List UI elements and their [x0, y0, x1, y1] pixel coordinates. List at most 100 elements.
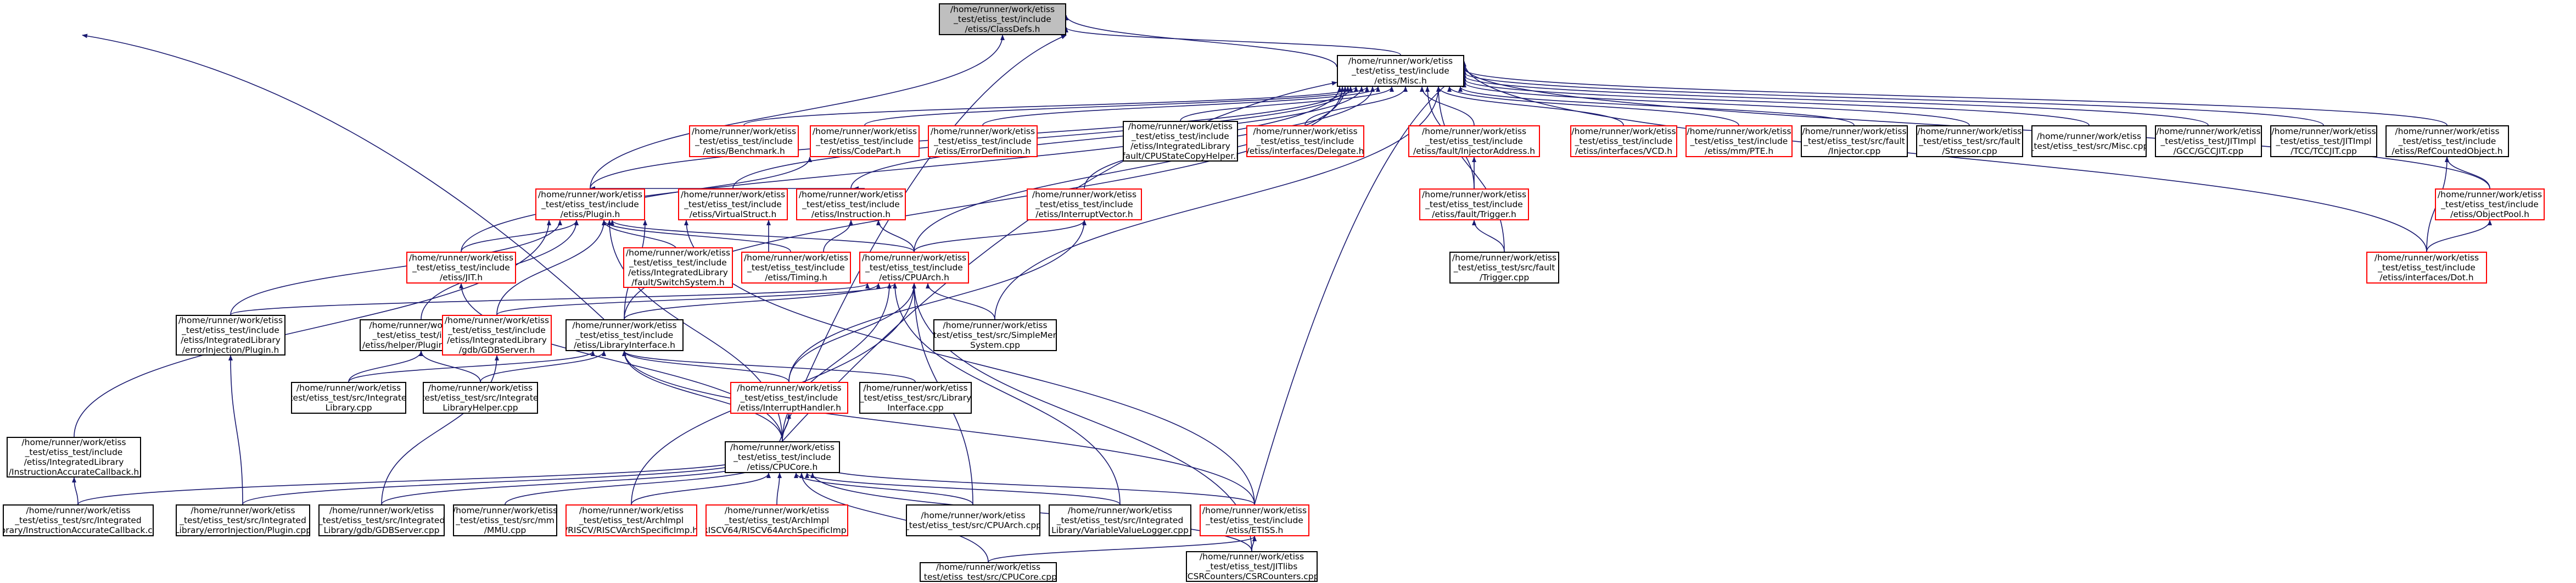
node-src-simplememsystem-cpp[interactable]: /home/runner/work/etiss _test/etiss_test…	[933, 319, 1057, 351]
node-interfaces-vcd-h[interactable]: /home/runner/work/etiss _test/etiss_test…	[1570, 125, 1677, 157]
node-interfaces-dot-h[interactable]: /home/runner/work/etiss _test/etiss_test…	[2366, 252, 2487, 284]
dependency-edge	[1462, 72, 2324, 126]
node-objectpool-h[interactable]: /home/runner/work/etiss _test/etiss_test…	[2435, 188, 2545, 220]
node-src-gdbserver-cpp[interactable]: /home/runner/work/etiss _test/etiss_test…	[318, 504, 445, 536]
dependency-edge	[622, 351, 783, 442]
node-label: /home/runner/work/etiss _test/etiss_test…	[1571, 126, 1676, 156]
node-label: /home/runner/work/etiss _test/etiss_test…	[444, 315, 550, 355]
node-riscv-archspecificimp-h[interactable]: /home/runner/work/etiss _test/etiss_test…	[565, 504, 697, 536]
node-label: /home/runner/work/etiss _test/etiss_test…	[691, 126, 797, 156]
node-benchmark-h[interactable]: /home/runner/work/etiss _test/etiss_test…	[689, 125, 799, 157]
node-plugin-h[interactable]: /home/runner/work/etiss _test/etiss_test…	[535, 188, 645, 220]
dependency-edge	[602, 220, 791, 252]
node-cpuarch-h[interactable]: /home/runner/work/etiss _test/etiss_test…	[859, 252, 969, 284]
node-label: /home/runner/work/etiss _test/etiss_test…	[318, 506, 445, 535]
dependency-edge	[461, 220, 579, 252]
node-errorinjection-plugin-h[interactable]: /home/runner/work/etiss _test/etiss_test…	[176, 315, 285, 356]
dependency-edge	[1447, 86, 1739, 126]
dependency-edge	[743, 86, 1358, 126]
node-cpustatecopyhelper-h[interactable]: /home/runner/work/etiss _test/etiss_test…	[1123, 121, 1238, 162]
dependency-edge	[1462, 82, 1970, 126]
dependency-edge	[230, 283, 870, 315]
node-src-misc-cpp[interactable]: /home/runner/work/etiss _test/etiss_test…	[2031, 125, 2147, 157]
node-interrupthandler-h[interactable]: /home/runner/work/etiss _test/etiss_test…	[730, 382, 848, 414]
node-libraryinterface-h[interactable]: /home/runner/work/etiss _test/etiss_test…	[565, 319, 684, 351]
node-etiss-h[interactable]: /home/runner/work/etiss _test/etiss_test…	[1200, 504, 1309, 536]
node-label: /home/runner/work/etiss _test/etiss_test…	[906, 510, 1040, 530]
dependency-edge	[914, 220, 1087, 252]
node-label: /home/runner/work/etiss _test/etiss_test…	[8, 437, 139, 477]
dependency-edge	[1254, 71, 1465, 505]
node-src-instructionaccuratecallback-cpp[interactable]: /home/runner/work/etiss _test/etiss_test…	[3, 504, 154, 536]
node-gdbserver-h[interactable]: /home/runner/work/etiss _test/etiss_test…	[442, 315, 552, 356]
node-cpucore-h[interactable]: /home/runner/work/etiss _test/etiss_test…	[725, 441, 840, 473]
dependency-edge	[1472, 220, 1505, 252]
node-label: /home/runner/work/etiss _test/etiss_test…	[176, 506, 310, 535]
node-src-fault-stressor-cpp[interactable]: /home/runner/work/etiss _test/etiss_test…	[1916, 125, 2023, 157]
node-label: /home/runner/work/etiss _test/etiss_test…	[1413, 126, 1536, 156]
dependency-edge	[799, 473, 989, 563]
dependency-edge	[850, 86, 1364, 189]
node-src-fault-trigger-cpp[interactable]: /home/runner/work/etiss _test/etiss_test…	[1449, 252, 1559, 284]
node-src-integratedlibraryhelper-cpp[interactable]: /home/runner/work/etiss _test/etiss_test…	[423, 382, 538, 414]
dependency-edge	[72, 477, 79, 505]
node-src-cpucore-cpp[interactable]: /home/runner/work/etiss _test/etiss_test…	[920, 562, 1057, 582]
node-label: /home/runner/work/etiss _test/etiss_test…	[1186, 552, 1318, 581]
node-src-fault-injector-cpp[interactable]: /home/runner/work/etiss _test/etiss_test…	[1801, 125, 1908, 157]
node-label: /home/runner/work/etiss _test/etiss_test…	[291, 383, 406, 413]
node-src-cpuarch-cpp[interactable]: /home/runner/work/etiss _test/etiss_test…	[906, 504, 1040, 536]
node-label: /home/runner/work/etiss _test/etiss_test…	[743, 253, 849, 282]
node-instruction-h[interactable]: /home/runner/work/etiss _test/etiss_test…	[796, 188, 906, 220]
node-label: /home/runner/work/etiss _test/etiss_test…	[1051, 506, 1189, 535]
node-label: /home/runner/work/etiss _test/etiss_test…	[1421, 190, 1527, 219]
node-refcountedobject-h[interactable]: /home/runner/work/etiss _test/etiss_test…	[2385, 125, 2509, 157]
node-tccjit-cpp[interactable]: /home/runner/work/etiss _test/etiss_test…	[2270, 125, 2377, 157]
node-fault-injectoraddress-h[interactable]: /home/runner/work/etiss _test/etiss_test…	[1408, 125, 1540, 157]
dependency-edge	[776, 473, 782, 505]
node-codepart-h[interactable]: /home/runner/work/etiss _test/etiss_test…	[810, 125, 920, 157]
dependency-edge	[732, 86, 1353, 189]
dependency-edge	[1420, 86, 1475, 126]
dependency-edge	[1064, 27, 1401, 55]
node-label: /home/runner/work/etiss _test/etiss_test…	[737, 383, 842, 413]
node-csrcounters-cpp[interactable]: /home/runner/work/etiss _test/etiss_test…	[1186, 551, 1318, 582]
node-virtualstruct-h[interactable]: /home/runner/work/etiss _test/etiss_test…	[678, 188, 788, 220]
node-classdefs-h: /home/runner/work/etiss _test/etiss_test…	[939, 3, 1066, 35]
node-misc-h[interactable]: /home/runner/work/etiss _test/etiss_test…	[1337, 55, 1464, 87]
node-fault-trigger-h[interactable]: /home/runner/work/etiss _test/etiss_test…	[1419, 188, 1529, 220]
node-src-errorinjection-plugin-cpp[interactable]: /home/runner/work/etiss _test/etiss_test…	[176, 504, 310, 536]
node-src-mmu-cpp[interactable]: /home/runner/work/etiss _test/etiss_test…	[453, 504, 557, 536]
dependency-edge	[1180, 86, 1394, 121]
node-switchsystem-h[interactable]: /home/runner/work/etiss _test/etiss_test…	[623, 247, 733, 288]
node-riscv64-archspecificimp-h[interactable]: /home/runner/work/etiss _test/etiss_test…	[705, 504, 848, 536]
node-gccjit-cpp[interactable]: /home/runner/work/etiss _test/etiss_test…	[2155, 125, 2262, 157]
node-label: /home/runner/work/etiss _test/etiss_test…	[930, 126, 1035, 156]
node-label: /home/runner/work/etiss _test/etiss_test…	[950, 4, 1055, 34]
node-src-libraryinterface-cpp[interactable]: /home/runner/work/etiss _test/etiss_test…	[859, 382, 972, 414]
node-jit-h[interactable]: /home/runner/work/etiss _test/etiss_test…	[406, 252, 516, 284]
dependency-edge	[1436, 86, 1624, 126]
node-src-integratedlibrary-cpp[interactable]: /home/runner/work/etiss _test/etiss_test…	[291, 382, 406, 414]
node-label: /home/runner/work/etiss _test/etiss_test…	[2271, 126, 2376, 156]
dependency-edge	[788, 220, 1087, 382]
node-label: /home/runner/work/etiss _test/etiss_test…	[680, 190, 786, 219]
node-interruptvector-h[interactable]: /home/runner/work/etiss _test/etiss_test…	[1027, 188, 1142, 220]
node-src-variablevaluelogger-cpp[interactable]: /home/runner/work/etiss _test/etiss_test…	[1049, 504, 1191, 536]
node-mm-pte-h[interactable]: /home/runner/work/etiss _test/etiss_test…	[1685, 125, 1793, 157]
node-label: /home/runner/work/etiss _test/etiss_test…	[705, 506, 848, 535]
node-label: /home/runner/work/etiss _test/etiss_test…	[1246, 126, 1364, 156]
node-errordefinition-h[interactable]: /home/runner/work/etiss _test/etiss_test…	[928, 125, 1038, 157]
node-label: /home/runner/work/etiss _test/etiss_test…	[861, 253, 967, 282]
dependency-edge	[622, 351, 789, 382]
dependency-edge	[788, 283, 916, 382]
node-interfaces-delegate-h[interactable]: /home/runner/work/etiss _test/etiss_test…	[1246, 125, 1364, 157]
dependency-edge	[914, 86, 1347, 252]
node-timing-h[interactable]: /home/runner/work/etiss _test/etiss_test…	[741, 252, 851, 284]
node-label: /home/runner/work/etiss _test/etiss_test…	[1687, 126, 1791, 156]
dependency-edge	[590, 35, 1005, 189]
dependency-edge	[823, 220, 853, 252]
dependency-edge	[496, 220, 606, 315]
node-instructionaccuratecallback-h[interactable]: /home/runner/work/etiss _test/etiss_test…	[7, 437, 141, 477]
node-label: /home/runner/work/etiss _test/etiss_test…	[178, 315, 283, 355]
dependency-edge	[610, 220, 915, 252]
